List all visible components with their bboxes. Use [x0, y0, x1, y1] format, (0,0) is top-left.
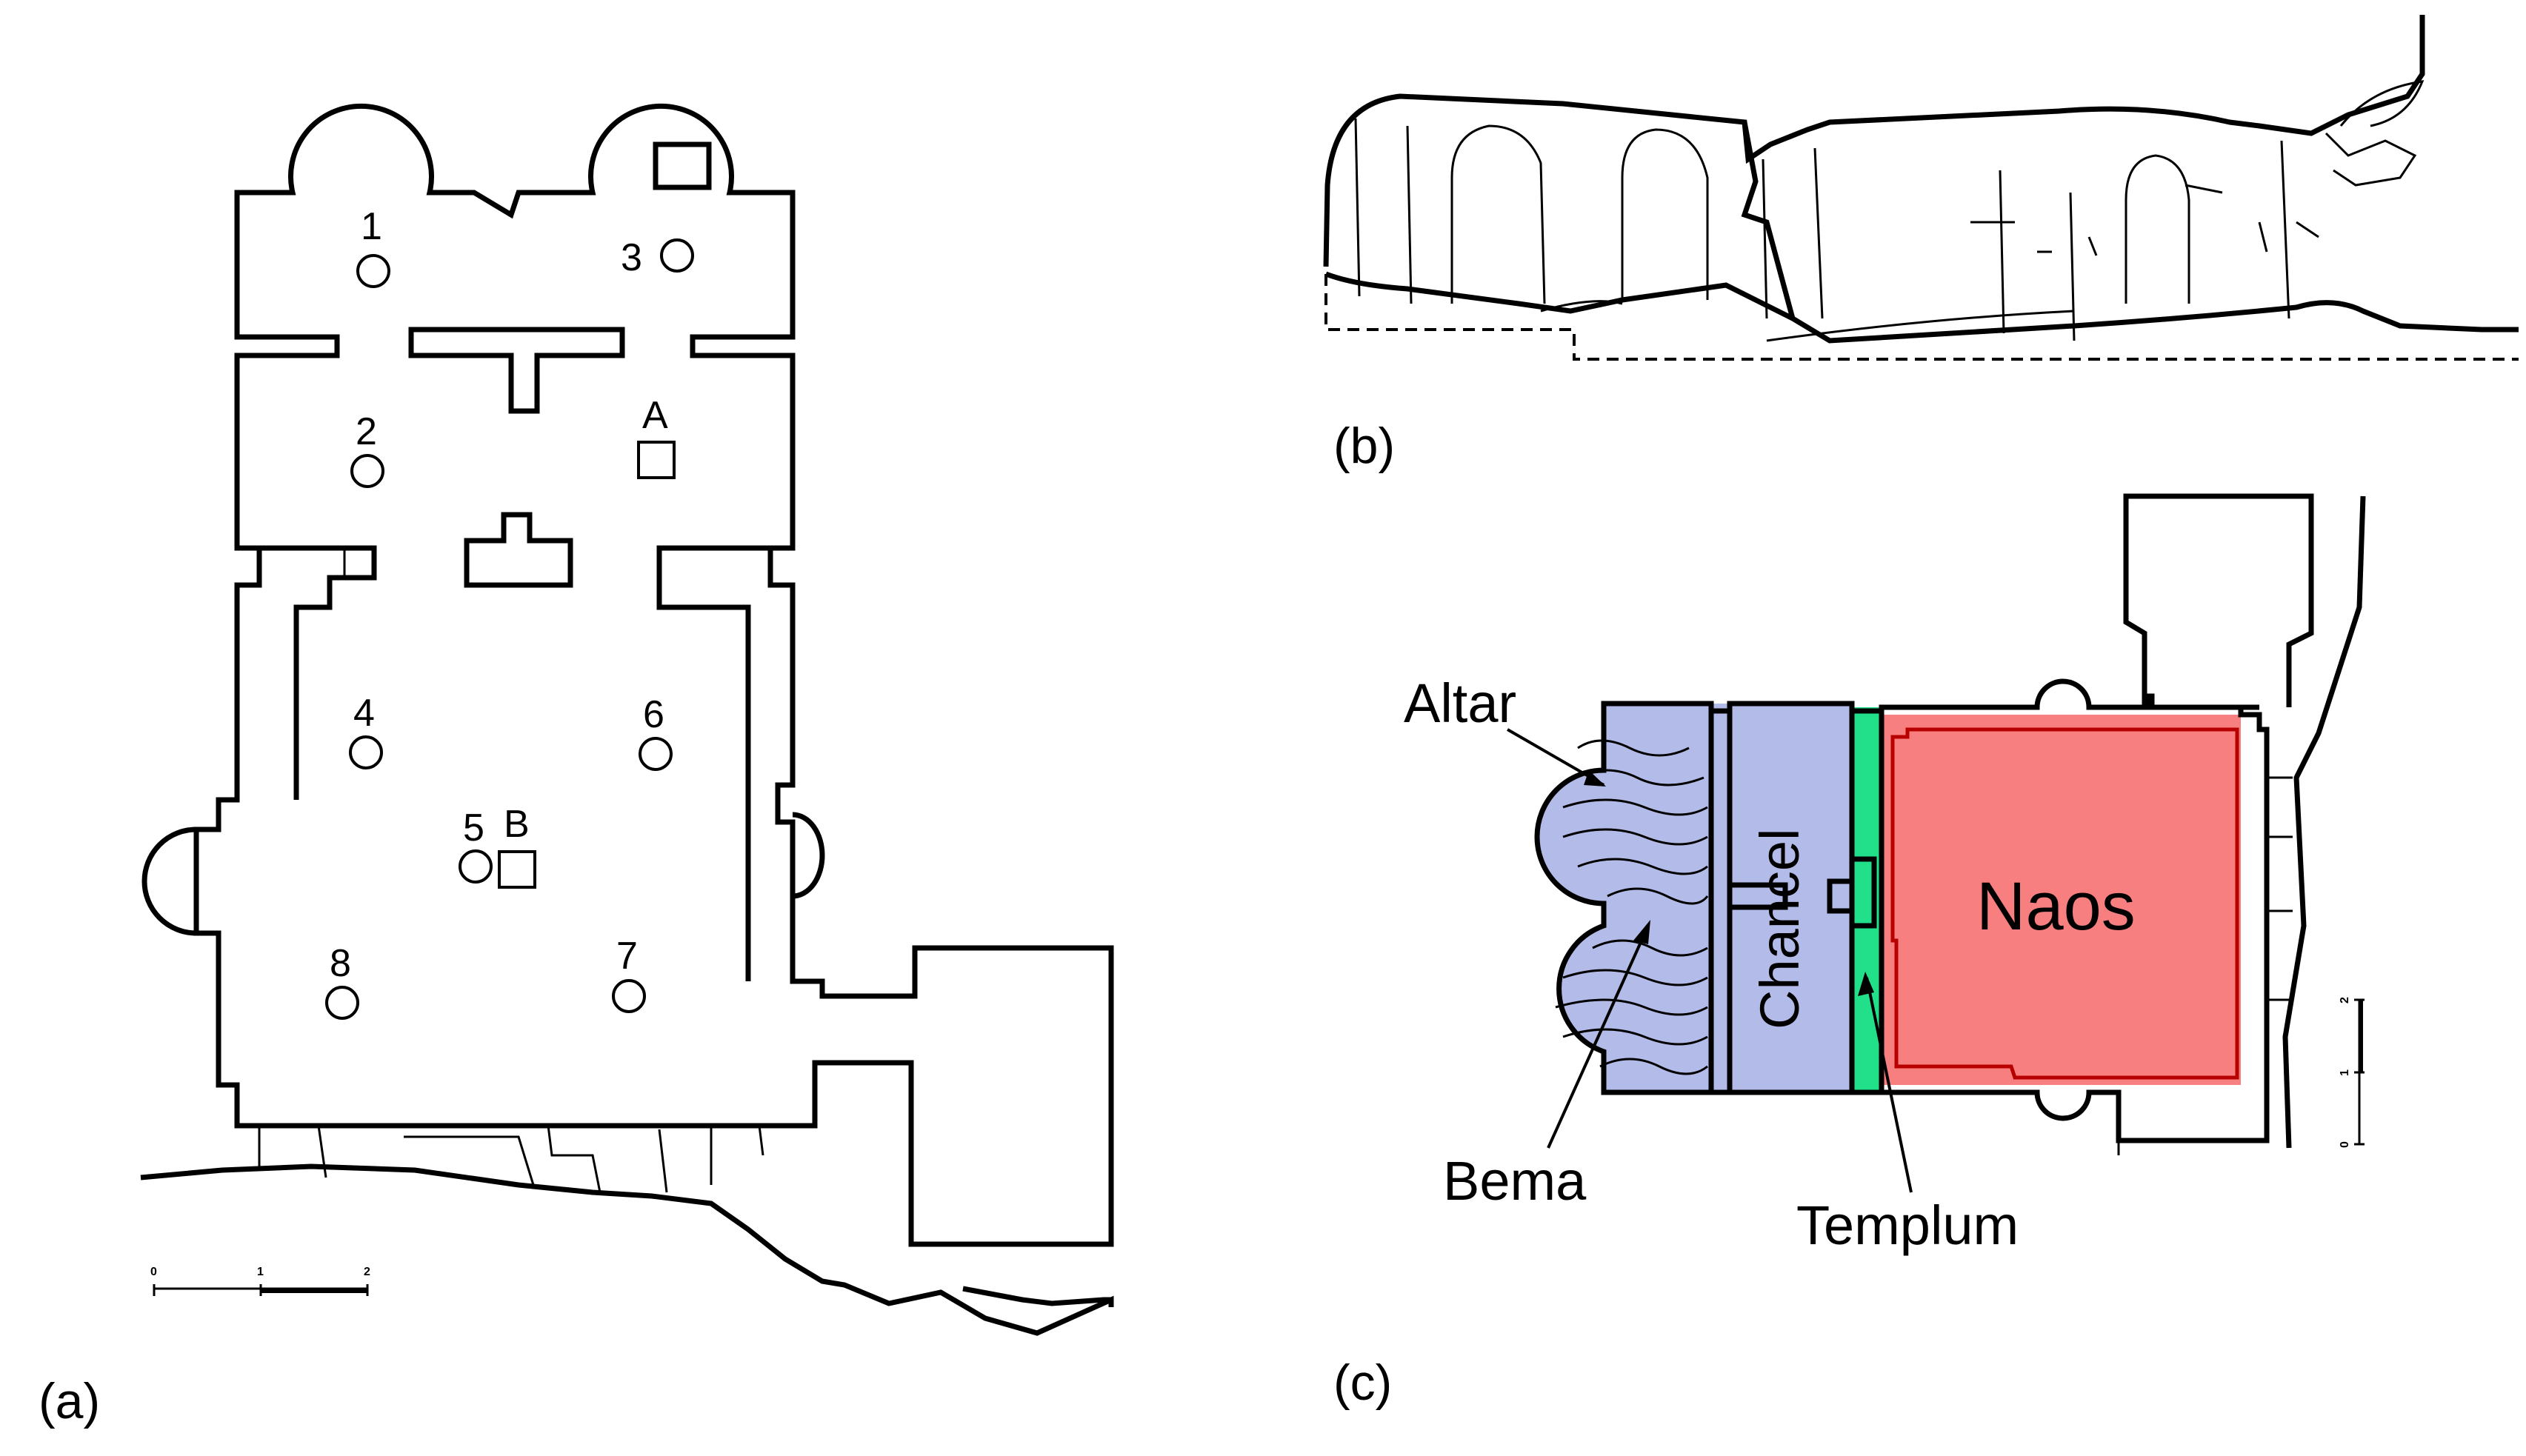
plan-a-outline — [193, 103, 1114, 1247]
marker-label-a: A — [642, 394, 668, 437]
section-arch-1 — [1450, 124, 1546, 304]
plan-a-cross-wall — [408, 327, 625, 414]
zone-bema-fill — [1537, 704, 1711, 1092]
plan-c-naos-outline — [1890, 727, 2239, 1080]
plan-c-chancel-wall — [1708, 711, 1733, 1092]
plan-c: Altar Naos Chancel Bema Templum 0 1 2 (c… — [1333, 493, 2366, 1411]
plan-c-narthex — [2123, 493, 2314, 710]
plan-a: 1 2 3 4 5 6 7 8 A B 0 1 2 (a) — [39, 103, 1114, 1429]
marker-label-b: B — [504, 803, 530, 846]
arrow-bema-head — [1633, 920, 1650, 944]
plan-a-circle-markers — [325, 238, 694, 1020]
zone-naos-fill — [1882, 715, 2241, 1085]
panel-b-section: (b) — [1323, 15, 2519, 474]
marker-square-b — [498, 850, 536, 889]
plan-a-scale-0: 0 — [150, 1266, 157, 1278]
label-naos: Naos — [1976, 869, 2136, 944]
plan-a-niche-box — [653, 141, 712, 190]
marker-circle-7 — [612, 979, 646, 1013]
plan-a-ground-line — [140, 1163, 1114, 1336]
marker-label-6: 6 — [643, 693, 664, 736]
marker-label-3: 3 — [621, 236, 642, 279]
marker-circle-8 — [325, 986, 359, 1020]
marker-circle-4 — [349, 735, 383, 769]
plan-a-marker-labels: 1 2 3 4 5 6 7 8 A B — [330, 205, 668, 985]
marker-label-2: 2 — [356, 410, 377, 453]
section-bold-outline — [1323, 15, 2425, 267]
marker-label-5: 5 — [463, 807, 484, 849]
plan-c-scale-2: 2 — [2339, 997, 2351, 1003]
plan-a-mid-block — [464, 512, 573, 588]
section-floor-line — [1324, 271, 2519, 344]
marker-circle-5 — [459, 849, 493, 884]
plan-a-scale-2: 2 — [364, 1266, 370, 1278]
plan-c-cross-wall — [1730, 856, 1877, 929]
marker-label-8: 8 — [330, 942, 351, 985]
panel-label-b: (b) — [1333, 418, 1395, 474]
plan-c-scale-0: 0 — [2339, 1141, 2351, 1148]
marker-circle-3 — [660, 238, 694, 273]
plan-a-scale-1: 1 — [257, 1266, 264, 1278]
marker-label-1: 1 — [361, 205, 382, 248]
marker-square-a — [637, 441, 676, 479]
section-arch-3 — [2125, 154, 2190, 304]
plan-a-right-apse — [792, 812, 825, 899]
marker-circle-6 — [639, 737, 673, 771]
plan-a-ground-line-2 — [962, 1286, 1111, 1306]
plan-c-rubble — [2117, 776, 2293, 1155]
plan-c-scale-bar: 0 1 2 — [2339, 997, 2365, 1148]
section-ground-fill — [1540, 300, 2075, 342]
marker-label-7: 7 — [616, 935, 638, 978]
panel-label-c: (c) — [1333, 1355, 1392, 1411]
label-bema: Bema — [1443, 1150, 1587, 1212]
marker-circle-2 — [350, 454, 384, 488]
section-dashed-baseline — [1324, 274, 2519, 361]
label-templum: Templum — [1796, 1195, 2019, 1256]
panel-label-a: (a) — [39, 1373, 100, 1429]
plan-a-scale-bar: 0 1 2 — [150, 1266, 370, 1296]
plan-a-right-pier — [656, 545, 793, 981]
label-altar: Altar — [1404, 672, 1516, 734]
arrow-bema — [1547, 925, 1650, 1149]
arrow-templum-head — [1858, 972, 1874, 996]
section-divider — [1741, 121, 1796, 319]
plan-c-scale-1: 1 — [2339, 1069, 2351, 1076]
arrow-altar-head — [1584, 770, 1606, 787]
plan-c-rock-edge — [2282, 495, 2366, 1149]
zone-templum-fill — [1852, 707, 1882, 1092]
arrow-templum — [1865, 977, 1913, 1193]
plan-a-square-markers — [498, 441, 676, 889]
section-hatch — [1354, 80, 2425, 341]
zone-chancel-fill — [1711, 704, 1852, 1092]
label-chancel: Chancel — [1749, 828, 1810, 1029]
marker-circle-1 — [356, 254, 390, 288]
plan-a-left-pier — [237, 545, 377, 800]
plan-a-left-apse — [141, 826, 197, 936]
section-arch-2 — [1621, 128, 1709, 300]
marker-label-4: 4 — [353, 692, 375, 735]
plan-a-rubble — [258, 1125, 764, 1193]
